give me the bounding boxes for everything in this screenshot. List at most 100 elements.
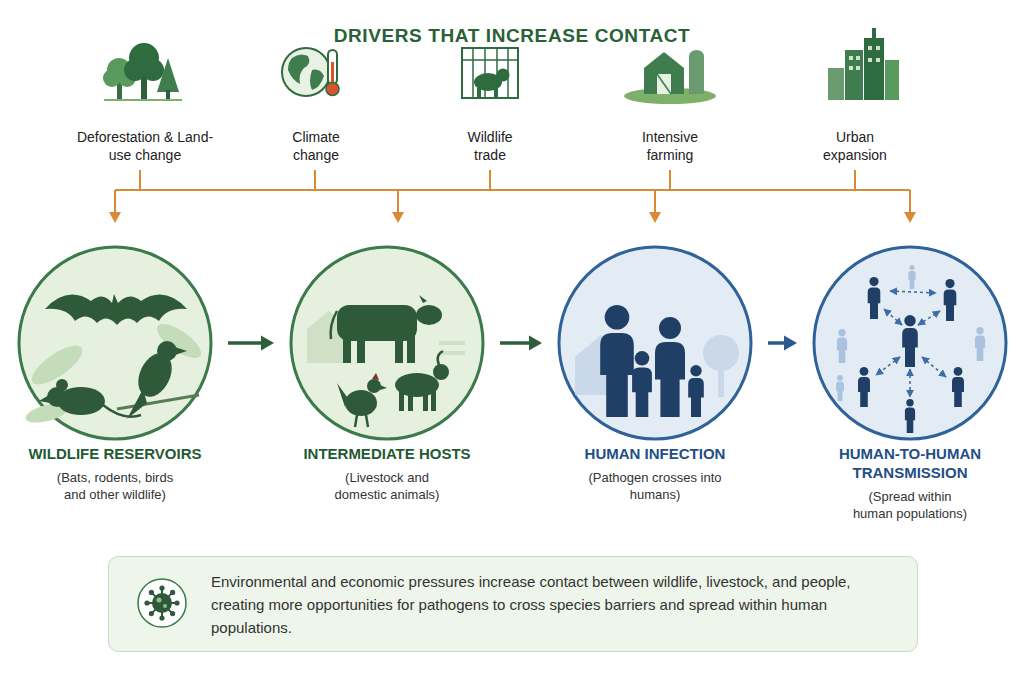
- livestock-illustration: [345, 390, 377, 416]
- bracket-line: [139, 170, 141, 190]
- livestock-illustration: [331, 311, 337, 339]
- transmission-illustration: [902, 328, 918, 367]
- family-illustration: [632, 368, 652, 418]
- arrowhead: [109, 212, 121, 223]
- livestock-illustration: [407, 335, 415, 363]
- livestock-illustration: [439, 341, 465, 345]
- arrow-shaft: [228, 341, 262, 345]
- family-illustration: [635, 351, 650, 366]
- wildlife-illustration: [39, 395, 50, 403]
- silo-dome: [689, 50, 704, 62]
- arrow-shaft: [768, 341, 785, 345]
- cage-bar: [462, 59, 518, 61]
- wildlife-illustration: [24, 294, 206, 426]
- circle-outline: [559, 247, 751, 439]
- livestock-illustration: [372, 373, 379, 380]
- bracket-line: [669, 170, 671, 190]
- circle-shape: [289, 245, 485, 441]
- stage-node: WILDLIFE RESERVOIRS(Bats, rodents, birds…: [2, 245, 228, 535]
- livestock-illustration: [357, 335, 365, 363]
- node-heading: HUMAN-TO-HUMAN TRANSMISSION: [805, 444, 1015, 482]
- wildlife-illustration: [127, 389, 147, 419]
- transmission-illustration: [837, 375, 843, 381]
- flow-arrow: [768, 336, 797, 351]
- window: [856, 56, 860, 60]
- transmission-illustration: [976, 327, 983, 334]
- node-description: (Spread within human populations): [850, 488, 970, 522]
- wildlife-illustration: [117, 395, 199, 409]
- virus-icon-part: [174, 600, 179, 605]
- globe: [282, 48, 330, 96]
- arrowhead: [392, 212, 404, 223]
- virus-icon-part: [149, 611, 154, 616]
- family-illustration: [605, 305, 630, 330]
- virus-icon-part: [170, 590, 175, 595]
- driver-label: Climate change: [280, 128, 352, 164]
- node-text-group: HUMAN INFECTION(Pathogen crosses into hu…: [542, 444, 768, 503]
- transmission-illustration: [975, 336, 985, 362]
- virus-icon-part: [138, 579, 186, 627]
- wildlife-illustration: [45, 294, 187, 325]
- node-heading: WILDLIFE RESERVOIRS: [10, 444, 220, 463]
- window: [849, 66, 853, 70]
- transmission-illustration: [836, 382, 844, 402]
- continent: [310, 70, 324, 90]
- arrowhead: [904, 212, 916, 223]
- livestock-illustration: [367, 379, 381, 393]
- transmission-illustration: [954, 367, 963, 376]
- livestock-illustration: [433, 364, 449, 380]
- transmission-illustration: [944, 290, 957, 322]
- wildlife-illustration: [56, 379, 68, 391]
- wildlife-illustration: [175, 347, 187, 355]
- diagram-title: DRIVERS THAT INCREASE CONTACT: [0, 25, 1024, 47]
- caged-animal-leg: [477, 88, 481, 97]
- wildlife-illustration: [26, 339, 88, 391]
- node-text-group: HUMAN-TO-HUMAN TRANSMISSION (Spread withi…: [797, 444, 1023, 522]
- caged-animal-head: [497, 69, 510, 82]
- bracket-line: [854, 170, 856, 190]
- wildlife-illustration: [152, 318, 206, 364]
- livestock-illustration: [399, 391, 404, 411]
- bracket-drop: [397, 190, 399, 213]
- circle-shape: [812, 245, 1008, 441]
- driver-label: Urban expansion: [813, 128, 897, 164]
- transmission-illustration: [908, 271, 915, 289]
- window: [876, 46, 880, 50]
- caged-animal-leg: [494, 88, 498, 97]
- urban-icon: [828, 28, 899, 100]
- transmission-illustration: [909, 265, 914, 270]
- arrowhead: [261, 336, 274, 351]
- virus-icon-part: [149, 590, 154, 595]
- node-description: (Pathogen crosses into humans): [580, 469, 730, 503]
- wildlife-illustration: [157, 341, 177, 361]
- livestock-illustration: [307, 295, 465, 427]
- livestock-illustration: [337, 383, 347, 407]
- window: [868, 46, 872, 50]
- transmission-illustration: [909, 369, 911, 397]
- circle-outline: [814, 247, 1006, 439]
- transmission-illustration: [906, 399, 913, 406]
- livestock-illustration: [395, 335, 403, 363]
- tree-canopy: [142, 59, 164, 81]
- transmission-illustration: [952, 377, 964, 407]
- bracket-drop: [909, 190, 911, 213]
- virus-icon-part: [157, 598, 162, 603]
- livestock-illustration: [431, 391, 436, 411]
- transmission-illustration: [890, 291, 936, 293]
- building: [864, 38, 884, 100]
- arrowhead: [784, 336, 797, 351]
- wildlife-trade-icon: [462, 48, 518, 98]
- virus-icon-part: [163, 604, 167, 608]
- summary-text: Environmental and economic pressures inc…: [211, 570, 901, 639]
- deforestation-icon: [103, 43, 182, 100]
- livestock-illustration: [419, 295, 427, 303]
- virus-icon-part: [170, 611, 175, 616]
- livestock-illustration: [355, 415, 357, 427]
- transmission-illustration: [884, 309, 902, 325]
- family-illustration: [655, 342, 685, 417]
- stage-node: HUMAN-TO-HUMAN TRANSMISSION (Spread withi…: [797, 245, 1023, 535]
- building: [885, 60, 899, 100]
- driver-label: Intensive farming: [630, 128, 710, 164]
- transmission-illustration: [904, 315, 915, 326]
